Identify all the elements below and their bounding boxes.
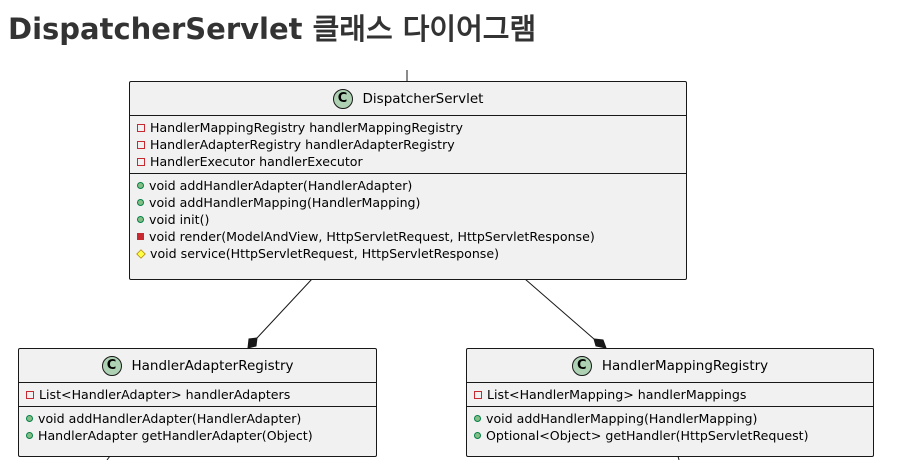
methods-section: void addHandlerMapping(HandlerMapping) O… [467, 407, 873, 447]
fields-section: HandlerMappingRegistry handlerMappingReg… [130, 116, 686, 174]
class-header: C HandlerAdapterRegistry [19, 349, 376, 383]
public-method-icon [26, 432, 33, 439]
composition-diamond-mapping [593, 338, 607, 349]
field-text: List<HandlerMapping> handlerMappings [487, 387, 747, 402]
class-header: C DispatcherServlet [130, 82, 686, 116]
class-name: HandlerAdapterRegistry [131, 357, 294, 374]
method-row: void render(ModelAndView, HttpServletReq… [137, 228, 686, 245]
fields-section: List<HandlerMapping> handlerMappings [467, 383, 873, 407]
field-row: HandlerExecutor handlerExecutor [137, 153, 686, 170]
methods-section: void addHandlerAdapter(HandlerAdapter) H… [19, 407, 376, 447]
class-header: C HandlerMappingRegistry [467, 349, 873, 383]
private-field-icon [474, 390, 482, 399]
private-field-icon [137, 123, 145, 132]
protected-method-icon [136, 248, 146, 259]
page-title: DispatcherServlet 클래스 다이어그램 [8, 12, 537, 46]
private-field-icon [137, 140, 145, 149]
method-text: void render(ModelAndView, HttpServletReq… [149, 229, 595, 244]
method-row: void service(HttpServletRequest, HttpSer… [136, 245, 686, 262]
field-text: HandlerAdapterRegistry handlerAdapterReg… [150, 137, 455, 152]
field-row: HandlerAdapterRegistry handlerAdapterReg… [137, 136, 686, 153]
method-text: void addHandlerMapping(HandlerMapping) [149, 195, 421, 210]
class-dispatcher-servlet: C DispatcherServlet HandlerMappingRegist… [129, 81, 687, 280]
method-row: HandlerAdapter getHandlerAdapter(Object) [26, 427, 376, 444]
private-field-icon [137, 157, 145, 166]
method-text: HandlerAdapter getHandlerAdapter(Object) [38, 428, 313, 443]
method-row: void addHandlerAdapter(HandlerAdapter) [137, 177, 686, 194]
class-badge-icon: C [332, 88, 353, 109]
class-handler-mapping-registry: C HandlerMappingRegistry List<HandlerMap… [466, 348, 874, 457]
private-field-icon [26, 390, 34, 399]
class-name: DispatcherServlet [362, 90, 484, 107]
public-method-icon [26, 415, 33, 422]
composition-line-mapping [524, 278, 595, 340]
fields-section: List<HandlerAdapter> handlerAdapters [19, 383, 376, 407]
methods-section: void addHandlerAdapter(HandlerAdapter) v… [130, 174, 686, 265]
composition-diamond-adapter [247, 337, 258, 349]
public-method-icon [137, 182, 144, 189]
public-method-icon [474, 415, 481, 422]
public-method-icon [137, 199, 144, 206]
method-row: void addHandlerAdapter(HandlerAdapter) [26, 410, 376, 427]
field-text: HandlerExecutor handlerExecutor [150, 154, 363, 169]
method-text: void addHandlerMapping(HandlerMapping) [486, 411, 758, 426]
public-method-icon [137, 216, 144, 223]
class-badge-icon: C [571, 355, 592, 376]
public-method-icon [474, 432, 481, 439]
private-method-icon [137, 233, 144, 240]
field-row: HandlerMappingRegistry handlerMappingReg… [137, 119, 686, 136]
field-text: HandlerMappingRegistry handlerMappingReg… [150, 120, 463, 135]
class-handler-adapter-registry: C HandlerAdapterRegistry List<HandlerAda… [18, 348, 377, 457]
field-row: List<HandlerAdapter> handlerAdapters [26, 386, 376, 403]
method-row: void init() [137, 211, 686, 228]
class-name: HandlerMappingRegistry [601, 357, 769, 374]
composition-line-adapter [256, 278, 313, 339]
field-row: List<HandlerMapping> handlerMappings [474, 386, 873, 403]
method-text: void service(HttpServletRequest, HttpSer… [150, 246, 500, 261]
method-text: void init() [149, 212, 210, 227]
method-row: void addHandlerMapping(HandlerMapping) [137, 194, 686, 211]
field-text: List<HandlerAdapter> handlerAdapters [39, 387, 291, 402]
method-text: void addHandlerAdapter(HandlerAdapter) [38, 411, 302, 426]
method-text: void addHandlerAdapter(HandlerAdapter) [149, 178, 413, 193]
method-text: Optional<Object> getHandler(HttpServletR… [486, 428, 809, 443]
class-badge-icon: C [101, 355, 122, 376]
method-row: Optional<Object> getHandler(HttpServletR… [474, 427, 873, 444]
method-row: void addHandlerMapping(HandlerMapping) [474, 410, 873, 427]
